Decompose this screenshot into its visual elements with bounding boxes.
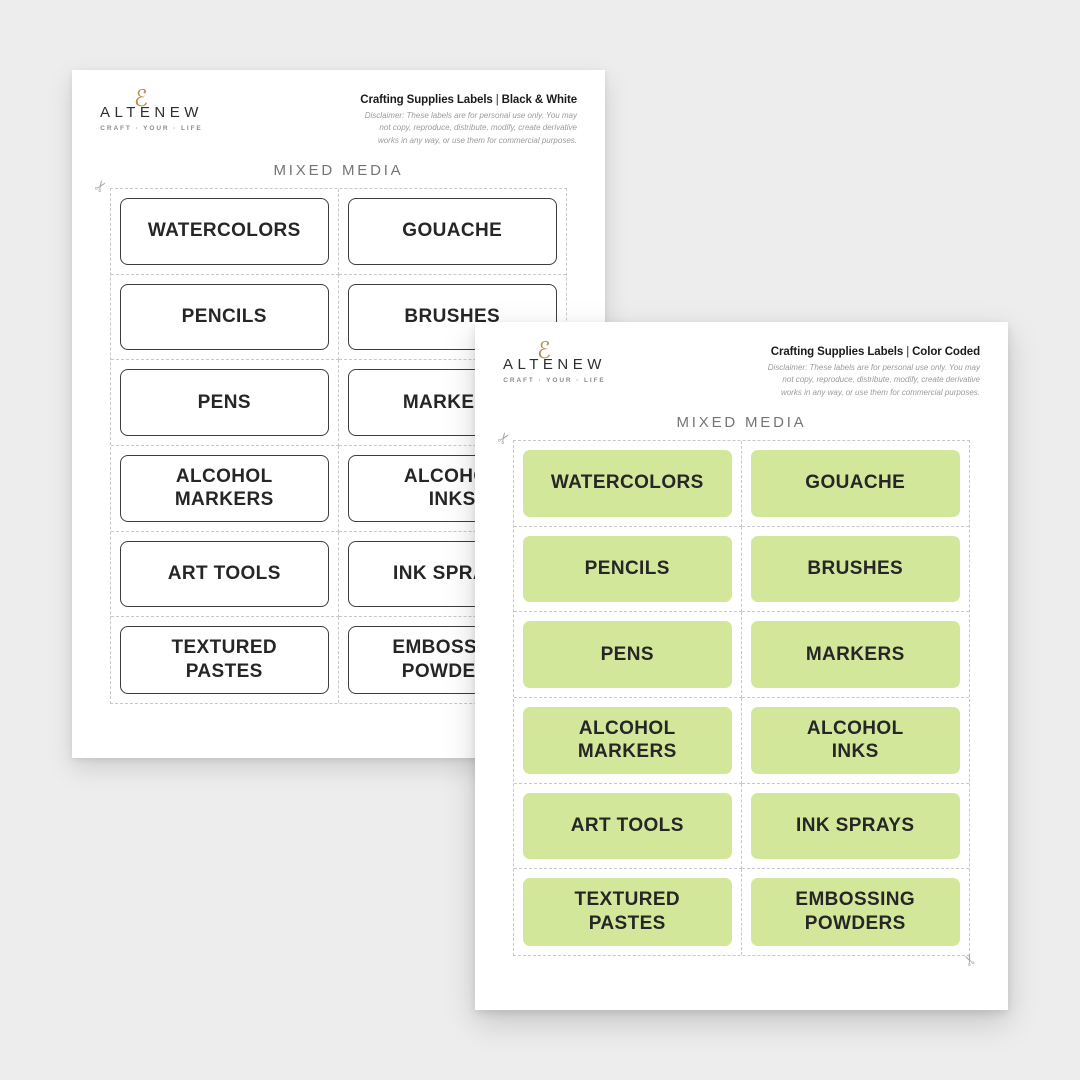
label-cell: BRUSHES <box>741 527 969 613</box>
logo-part-new: NEW <box>557 356 606 373</box>
label-embossing-powders: EMBOSSING POWDERS <box>750 878 960 946</box>
label-watercolors: WATERCOLORS <box>120 198 329 265</box>
label-alcohol-inks: ALCOHOL INKS <box>750 706 960 774</box>
label-cell: PENS <box>514 612 742 698</box>
label-alcohol-markers: ALCOHOL MARKERS <box>523 706 732 774</box>
label-cell: WATERCOLORS <box>111 189 339 275</box>
label-cell: WATERCOLORS <box>514 441 742 527</box>
section-heading: MIXED MEDIA <box>273 162 404 179</box>
label-cell: ART TOOLS <box>111 531 339 618</box>
page-title: Crafting Supplies Labels|Black & White <box>257 94 577 106</box>
label-alcohol-markers: ALCOHOL MARKERS <box>120 454 329 522</box>
label-grid: WATERCOLORS GOUACHE PENCILS BRUSHES PENS… <box>513 440 970 956</box>
label-pencils: PENCILS <box>523 535 732 603</box>
label-grid: WATERCOLORS GOUACHE PENCILS BRUSHES PENS… <box>110 188 567 704</box>
label-cell: PENCILS <box>111 274 339 361</box>
label-art-tools: ART TOOLS <box>523 792 732 860</box>
scissors-icon: ✂ <box>492 427 515 449</box>
scissors-icon: ✂ <box>89 175 112 197</box>
cut-grid: ✂ ✂ WATERCOLORS GOUACHE PENCILS BRUSHES … <box>90 176 578 717</box>
label-brushes: BRUSHES <box>750 535 960 603</box>
title-main: Crafting Supplies Labels <box>360 94 493 106</box>
label-pencils: PENCILS <box>120 283 329 351</box>
label-cell: TEXTURED PASTES <box>514 869 742 955</box>
disclaimer-text: Disclaimer: These labels are for persona… <box>364 111 577 145</box>
logo-tagline: CRAFT · YOUR · LIFE <box>100 125 203 132</box>
title-block: Crafting Supplies Labels|Black & White D… <box>257 94 577 147</box>
logo-tagline: CRAFT · YOUR · LIFE <box>503 377 606 384</box>
label-pens: PENS <box>523 621 732 688</box>
logo-part-new: NEW <box>154 104 203 121</box>
logo-part-alt: ALT <box>100 104 140 121</box>
label-cell: TEXTURED PASTES <box>111 617 339 703</box>
title-block: Crafting Supplies Labels|Color Coded Dis… <box>660 346 980 399</box>
disclaimer-text: Disclaimer: These labels are for persona… <box>767 363 980 397</box>
label-textured-pastes: TEXTURED PASTES <box>523 878 732 946</box>
section-heading: MIXED MEDIA <box>676 414 807 431</box>
label-cell: GOUACHE <box>741 441 969 527</box>
label-gouache: GOUACHE <box>750 450 960 517</box>
label-cell: MARKERS <box>741 612 969 698</box>
gold-script-e-icon: ℰ <box>133 86 148 112</box>
gold-script-e-icon: ℰ <box>536 338 551 364</box>
label-cell: ART TOOLS <box>514 783 742 870</box>
label-cell: EMBOSSING POWDERS <box>742 869 970 955</box>
title-separator: | <box>906 346 910 358</box>
title-variant: Black & White <box>501 94 577 106</box>
label-markers: MARKERS <box>750 621 960 688</box>
label-cell: ALCOHOL MARKERS <box>514 697 742 784</box>
label-art-tools: ART TOOLS <box>120 540 329 608</box>
title-variant: Color Coded <box>912 346 980 358</box>
label-cell: PENS <box>111 360 339 446</box>
title-main: Crafting Supplies Labels <box>770 346 904 358</box>
label-gouache: GOUACHE <box>347 198 557 265</box>
cut-grid: ✂ ✂ WATERCOLORS GOUACHE PENCILS BRUSHES … <box>493 428 981 969</box>
logo-part-alt: ALT <box>503 356 543 373</box>
label-cell: INK SPRAYS <box>741 784 969 870</box>
label-textured-pastes: TEXTURED PASTES <box>120 626 329 694</box>
label-cell: GOUACHE <box>338 189 566 275</box>
label-pens: PENS <box>120 369 329 436</box>
label-cell: ALCOHOL INKS <box>741 698 969 784</box>
label-cell: PENCILS <box>514 526 742 613</box>
label-watercolors: WATERCOLORS <box>523 450 732 517</box>
label-ink-sprays: INK SPRAYS <box>750 792 960 860</box>
page-title: Crafting Supplies Labels|Color Coded <box>660 346 980 358</box>
label-cell: ALCOHOL MARKERS <box>111 445 339 532</box>
title-separator: | <box>495 94 499 106</box>
